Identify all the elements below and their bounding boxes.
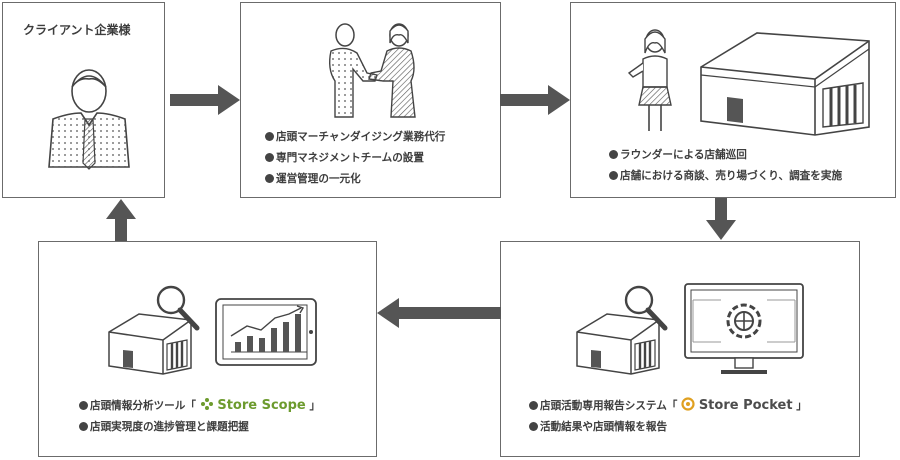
rounder-item-1: ラウンダーによる店舗巡回 bbox=[609, 145, 842, 166]
arrow-left bbox=[377, 298, 501, 328]
analysis-item-2: 店頭実現度の進捗管理と課題把握 bbox=[79, 417, 320, 438]
store-scope-brand: Store Scope bbox=[217, 398, 306, 413]
arrow-down bbox=[706, 198, 736, 240]
strategy-list: 店頭マーチャンダイジング業務代行 専門マネジメントチームの設置 運営管理の一元化 bbox=[265, 127, 445, 190]
analysis-list: 店頭情報分析ツール「 Store Scope 」 店頭実現度の進捗管理と課題把握 bbox=[79, 395, 320, 438]
report-box: 店頭活動専用報告システム「 Store Pocket 」 活動結果や店頭情報を報… bbox=[500, 241, 860, 457]
strategy-item-2: 専門マネジメントチームの設置 bbox=[265, 148, 445, 169]
handshake-icon bbox=[328, 23, 416, 118]
store-scope-logo-icon bbox=[200, 398, 213, 410]
report-list: 店頭活動専用報告システム「 Store Pocket 」 活動結果や店頭情報を報… bbox=[529, 395, 807, 438]
store-search-icon bbox=[108, 285, 200, 375]
businessman-icon bbox=[48, 69, 130, 170]
tablet-chart-icon bbox=[215, 298, 317, 366]
analysis-item-1: 店頭情報分析ツール「 Store Scope 」 bbox=[79, 395, 320, 417]
arrow-right-2 bbox=[500, 85, 570, 115]
store-pocket-brand: Store Pocket bbox=[698, 398, 793, 413]
report-item-2: 活動結果や店頭情報を報告 bbox=[529, 417, 807, 438]
store-building-icon bbox=[700, 32, 870, 136]
store-search-icon bbox=[576, 285, 668, 375]
strategy-item-1: 店頭マーチャンダイジング業務代行 bbox=[265, 127, 445, 148]
strategy-box: 店頭マーチャンダイジング業務代行 専門マネジメントチームの設置 運営管理の一元化 bbox=[240, 2, 501, 198]
arrow-up bbox=[106, 199, 136, 241]
strategy-item-3: 運営管理の一元化 bbox=[265, 169, 445, 190]
rounder-list: ラウンダーによる店舗巡回 店舗における商談、売り場づくり、調査を実施 bbox=[609, 145, 842, 187]
client-title: クライアント企業様 bbox=[23, 23, 131, 37]
rounder-woman-icon bbox=[627, 29, 672, 131]
arrow-right-1 bbox=[170, 85, 240, 115]
monitor-gear-icon bbox=[684, 283, 804, 374]
report-item-1: 店頭活動専用報告システム「 Store Pocket 」 bbox=[529, 395, 807, 417]
rounder-box: ラウンダーによる店舗巡回 店舗における商談、売り場づくり、調査を実施 bbox=[570, 2, 896, 198]
client-box: クライアント企業様 bbox=[2, 2, 165, 198]
analysis-box: 店頭情報分析ツール「 Store Scope 」 店頭実現度の進捗管理と課題把握 bbox=[38, 241, 377, 457]
rounder-item-2: 店舗における商談、売り場づくり、調査を実施 bbox=[609, 166, 842, 187]
store-pocket-logo-icon bbox=[681, 397, 695, 411]
